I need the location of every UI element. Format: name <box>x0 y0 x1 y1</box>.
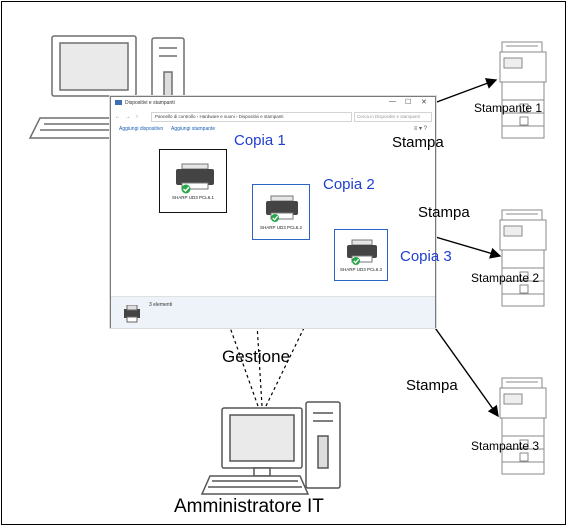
print-label-2: Stampa <box>418 204 470 221</box>
status-bar: 3 elementi <box>111 296 435 328</box>
admin-computer-icon <box>200 401 341 495</box>
copy-label-3: Copia 3 <box>400 248 452 265</box>
status-printer-icon <box>124 305 140 323</box>
item-count: 3 elementi <box>149 302 173 308</box>
maximize-button[interactable]: ☐ <box>405 99 412 106</box>
printer-icon <box>266 195 298 222</box>
window-title: Dispositivi e stampanti <box>125 100 175 106</box>
printer-name: SHARP UD3 PCL6.3 <box>340 267 382 272</box>
printer-tile-2[interactable]: SHARP UD3 PCL6.2 <box>252 184 310 240</box>
add-printer-button[interactable]: Aggiungi stampante <box>171 126 216 132</box>
address-bar: ← → ↑ Pannello di controllo › Hardware e… <box>111 111 435 123</box>
command-bar: Aggiungi dispositivo Aggiungi stampante … <box>111 124 435 135</box>
nav-buttons[interactable]: ← → ↑ <box>115 114 141 120</box>
output-printer-label-3: Stampante 3 <box>471 439 540 453</box>
copy-label-1: Copia 1 <box>234 132 286 149</box>
search-input[interactable]: Cerca in Dispositivi e stampanti <box>354 112 432 122</box>
output-printer-label-1: Stampante 1 <box>474 101 543 115</box>
management-label: Gestione <box>222 347 291 366</box>
printer-tile-1[interactable]: SHARP UD3 PCL6.1 <box>159 149 227 213</box>
print-label-1: Stampa <box>392 134 444 151</box>
printer-icon <box>347 239 377 265</box>
folder-icon <box>115 100 122 105</box>
add-device-button[interactable]: Aggiungi dispositivo <box>119 126 164 132</box>
minimize-button[interactable]: — <box>389 98 396 105</box>
printer-name: SHARP UD3 PCL6.2 <box>260 225 302 230</box>
output-printer-label-2: Stampante 2 <box>471 271 540 285</box>
print-label-3: Stampa <box>406 377 458 394</box>
close-button[interactable]: ✕ <box>421 99 427 106</box>
printer-tile-3[interactable]: SHARP UD3 PCL6.3 <box>334 229 388 281</box>
window-titlebar: Dispositivi e stampanti — ☐ ✕ <box>111 97 435 110</box>
breadcrumb[interactable]: Pannello di controllo › Hardware e suoni… <box>151 112 352 122</box>
output-printer-icon-1 <box>499 41 547 139</box>
help-icon[interactable]: ≡ ▾ ? <box>413 126 427 132</box>
printer-name: SHARP UD3 PCL6.1 <box>172 195 214 200</box>
copy-label-2: Copia 2 <box>323 176 375 193</box>
admin-label: Amministratore IT <box>174 496 324 517</box>
output-printer-icon-2 <box>499 209 547 307</box>
printer-icon <box>176 163 214 194</box>
output-printer-icon-3 <box>499 377 547 475</box>
